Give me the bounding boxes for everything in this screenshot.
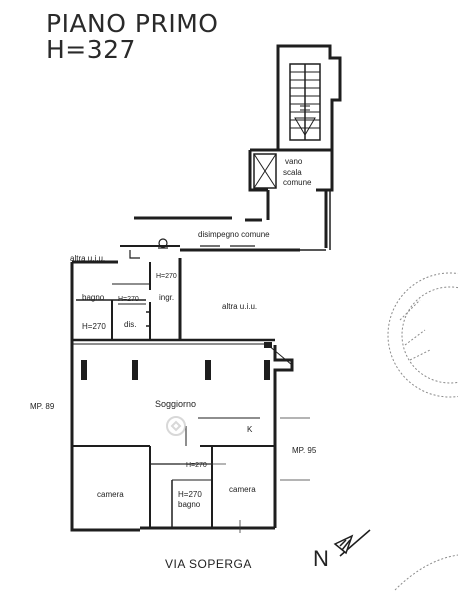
staircase bbox=[276, 44, 342, 152]
room-label-altra-uiu-left: altra u.i.u. bbox=[70, 254, 106, 263]
room-label-vano: vano bbox=[285, 157, 303, 166]
boundary-label-mp95: MP. 95 bbox=[292, 446, 317, 455]
room-label-bagno-top: bagno bbox=[82, 293, 105, 302]
height-label-left: H=270 bbox=[82, 322, 106, 331]
room-label-kitchen: K bbox=[247, 425, 253, 434]
entrance-door bbox=[129, 238, 168, 259]
floor-height-label: H=327 bbox=[46, 35, 136, 64]
common-corridor bbox=[120, 216, 326, 252]
room-label-scala: scala bbox=[283, 168, 302, 177]
room-label-bagno-bottom: bagno bbox=[178, 500, 201, 509]
room-label-disimpegno-comune: disimpegno comune bbox=[198, 230, 270, 239]
stair-landing bbox=[248, 148, 334, 250]
north-label: N bbox=[313, 546, 329, 571]
stamp-seal-icon bbox=[387, 272, 458, 398]
room-label-comune: comune bbox=[283, 178, 312, 187]
room-label-camera-left: camera bbox=[97, 490, 124, 499]
section-lines bbox=[180, 417, 310, 533]
room-label-altra-uiu-right: altra u.i.u. bbox=[222, 302, 258, 311]
watermark-logo bbox=[166, 416, 186, 436]
north-arrow-icon bbox=[333, 529, 371, 557]
room-label-ingresso: ingr. bbox=[159, 293, 175, 302]
bathroom-partitions bbox=[76, 283, 150, 340]
room-label-disimpegno: dis. bbox=[124, 320, 137, 329]
apartment-walls bbox=[70, 258, 294, 532]
height-label-corridor: H=270 bbox=[156, 273, 177, 280]
room-label-soggiorno: Soggiorno bbox=[155, 399, 197, 409]
boundary-label-mp89: MP. 89 bbox=[30, 402, 55, 411]
structural-pillars bbox=[81, 342, 272, 380]
stamp-seal-lower-icon bbox=[394, 554, 458, 591]
street-name-label: VIA SOPERGA bbox=[165, 557, 252, 571]
floor-title: PIANO PRIMO bbox=[46, 9, 219, 38]
room-label-camera-right: camera bbox=[229, 485, 256, 494]
height-label-center: H=270 bbox=[186, 462, 207, 469]
height-label-bagno-top: H=270 bbox=[118, 296, 139, 303]
height-label-bagno-bottom: H=270 bbox=[178, 490, 202, 499]
